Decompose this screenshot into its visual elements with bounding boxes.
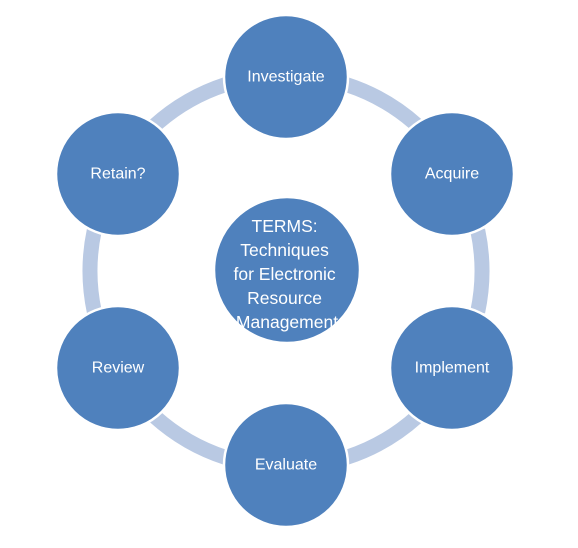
node-implement: Implement — [388, 304, 516, 432]
node-retain: Retain? — [54, 110, 182, 238]
center-node-label: TERMS: Techniques for Electronic Resourc… — [234, 216, 341, 332]
node-evaluate-label: Evaluate — [255, 457, 317, 474]
node-retain-circle — [54, 110, 182, 238]
node-investigate-label: Investigate — [247, 69, 324, 86]
cycle-connector-arc — [149, 77, 228, 131]
node-evaluate: Evaluate — [222, 401, 350, 529]
node-investigate: Investigate — [222, 13, 350, 141]
cycle-connector-ring — [82, 77, 490, 465]
node-review: Review — [54, 304, 182, 432]
cycle-connector-arc — [149, 411, 228, 465]
node-review-label: Review — [92, 360, 145, 377]
center-label-line-3: for Electronic — [234, 264, 336, 284]
node-acquire: Acquire — [388, 110, 516, 238]
center-label-line-1: TERMS: — [252, 216, 318, 236]
node-retain-label: Retain? — [90, 166, 145, 183]
cycle-connector-arc — [344, 77, 423, 131]
node-acquire-circle — [388, 110, 516, 238]
node-review-circle — [54, 304, 182, 432]
node-acquire-label: Acquire — [425, 166, 479, 183]
center-label-line-5: Management — [236, 312, 338, 332]
cycle-connector-arc — [470, 228, 490, 314]
center-node-circle — [212, 195, 362, 345]
node-implement-label: Implement — [415, 360, 490, 377]
center-node: TERMS: Techniques for Electronic Resourc… — [212, 195, 362, 345]
node-evaluate-circle — [222, 401, 350, 529]
cycle-connector-arc — [82, 228, 102, 314]
cycle-connector-arc — [344, 411, 423, 465]
node-investigate-circle — [222, 13, 350, 141]
center-label-line-4: Resource — [247, 288, 322, 308]
center-label-line-2: Techniques — [240, 240, 329, 260]
node-implement-circle — [388, 304, 516, 432]
